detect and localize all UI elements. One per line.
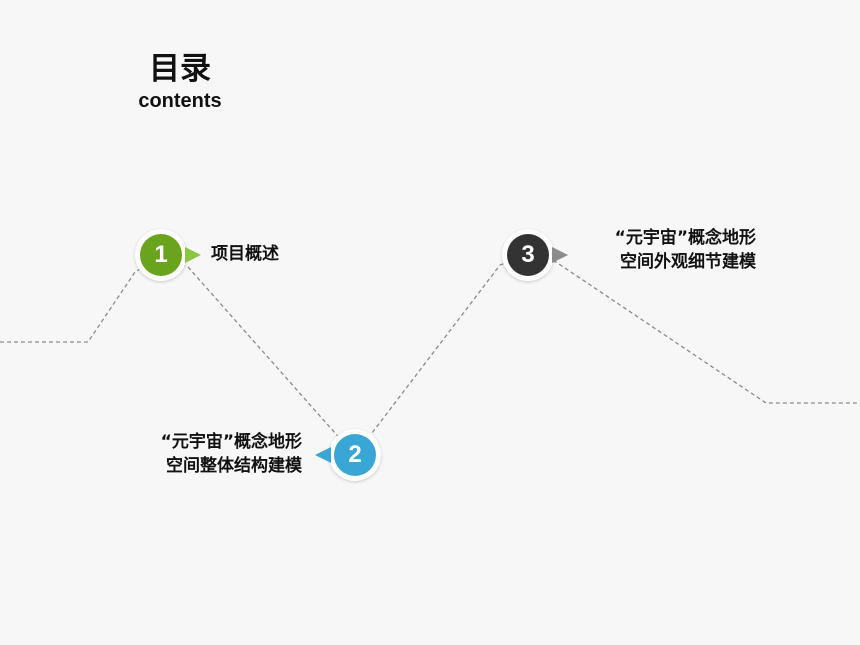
- step-number-1: 1: [140, 234, 182, 276]
- step-2-line1: “元宇宙”概念地形: [160, 432, 302, 452]
- step-2-line2: 空间整体结构建模: [166, 456, 302, 476]
- step-3-line2: 空间外观细节建模: [620, 252, 756, 272]
- step-label-1: 项目概述: [211, 242, 279, 266]
- step-label-2: “元宇宙”概念地形 空间整体结构建模: [100, 430, 302, 478]
- step-1-line1: 项目概述: [211, 244, 279, 264]
- step-number-2: 2: [334, 434, 376, 476]
- step-node-2[interactable]: 2: [315, 429, 381, 481]
- step-node-3[interactable]: 3: [502, 229, 568, 281]
- pointer-arrow: [315, 447, 331, 463]
- title-block: 目录 contents: [110, 50, 250, 114]
- pointer-arrow: [185, 247, 201, 263]
- dashed-connector: [0, 254, 860, 457]
- step-3-line1: “元宇宙”概念地形: [614, 228, 756, 248]
- step-number-3: 3: [507, 234, 549, 276]
- step-node-1[interactable]: 1: [135, 229, 201, 281]
- page-title: 目录: [149, 51, 211, 87]
- step-label-3: “元宇宙”概念地形 空间外观细节建模: [560, 226, 756, 274]
- pointer-arrow: [552, 247, 568, 263]
- page-subtitle: contents: [138, 90, 222, 112]
